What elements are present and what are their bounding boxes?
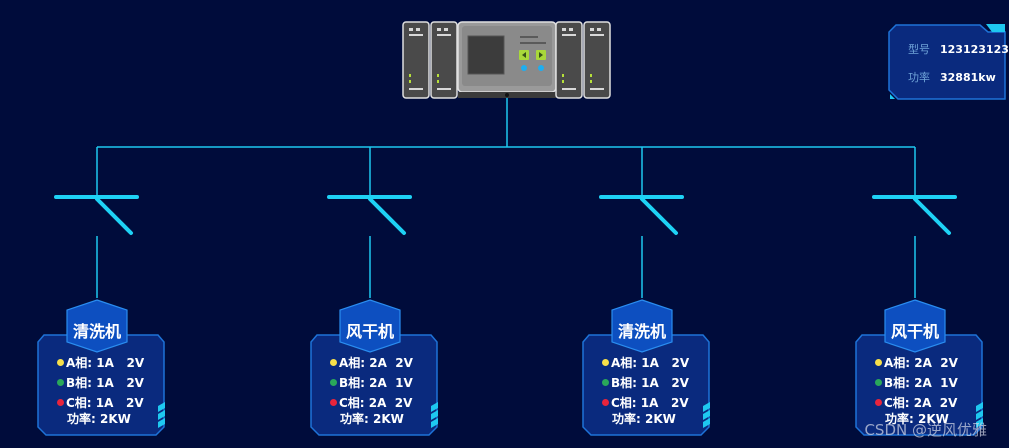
power-label: 功率 bbox=[908, 71, 930, 84]
phase-c-current: 1A bbox=[95, 396, 114, 410]
device-card-3[interactable]: 清洗机 A相: 1A 2V B相: 1A 2V C相: 1A 2V 功率: 2K… bbox=[582, 298, 710, 438]
phase-a-dot bbox=[602, 359, 609, 366]
phase-a-row: A相: 1A 2V bbox=[602, 354, 689, 371]
device-card-frame bbox=[310, 299, 438, 436]
switch-4 bbox=[872, 147, 957, 298]
phase-c-row: C相: 1A 2V bbox=[602, 394, 689, 411]
phase-a-dot bbox=[330, 359, 337, 366]
device-power-label: 功率: bbox=[340, 412, 369, 426]
phase-a-label: A相: bbox=[339, 356, 366, 370]
phase-c-dot bbox=[57, 399, 64, 406]
power-value: 32881kw bbox=[940, 71, 996, 84]
model-label: 型号 bbox=[908, 43, 930, 56]
phase-c-label: C相: bbox=[66, 396, 92, 410]
phase-a-label: A相: bbox=[66, 356, 93, 370]
phase-b-label: B相: bbox=[611, 376, 637, 390]
phase-c-row: C相: 2A 2V bbox=[330, 394, 412, 411]
phase-a-voltage: 2V bbox=[126, 356, 145, 370]
switch-2 bbox=[327, 147, 412, 298]
phase-a-voltage: 2V bbox=[671, 356, 690, 370]
phase-a-dot bbox=[875, 359, 882, 366]
power-cabinet-icon bbox=[402, 21, 611, 99]
model-row: 型号 123123123 bbox=[908, 41, 1009, 57]
phase-a-current: 2A bbox=[369, 356, 387, 370]
phase-a-current: 2A bbox=[914, 356, 932, 370]
device-power-row: 功率: 2KW bbox=[67, 410, 131, 427]
phase-c-label: C相: bbox=[611, 396, 637, 410]
device-name: 风干机 bbox=[890, 322, 939, 341]
phase-c-dot bbox=[875, 399, 882, 406]
phase-c-dot bbox=[330, 399, 337, 406]
phase-a-current: 1A bbox=[641, 356, 659, 370]
phase-b-voltage: 1V bbox=[940, 376, 958, 390]
phase-a-label: A相: bbox=[611, 356, 638, 370]
phase-c-current: 2A bbox=[913, 396, 932, 410]
phase-a-label: A相: bbox=[884, 356, 911, 370]
device-power-label: 功率: bbox=[612, 412, 641, 426]
device-power-label: 功率: bbox=[67, 412, 96, 426]
device-power-row: 功率: 2KW bbox=[340, 410, 404, 427]
phase-b-current: 2A bbox=[369, 376, 387, 390]
power-row: 功率 32881kw bbox=[908, 69, 996, 85]
phase-b-label: B相: bbox=[339, 376, 365, 390]
phase-a-row: A相: 2A 2V bbox=[330, 354, 413, 371]
phase-c-voltage: 2V bbox=[939, 396, 958, 410]
phase-b-voltage: 2V bbox=[671, 376, 689, 390]
device-card-1[interactable]: 清洗机 A相: 1A 2V B相: 1A 2V C相: 1A 2V 功率: 2K… bbox=[37, 298, 165, 438]
phase-a-voltage: 2V bbox=[395, 356, 413, 370]
phase-a-dot bbox=[57, 359, 64, 366]
model-value: 123123123 bbox=[940, 43, 1009, 56]
phase-c-current: 1A bbox=[640, 396, 659, 410]
info-panel: 型号 123123123 功率 32881kw bbox=[888, 24, 1009, 100]
device-power-label: 功率: bbox=[885, 412, 914, 426]
phase-c-label: C相: bbox=[884, 396, 910, 410]
phase-b-row: B相: 2A 1V bbox=[330, 374, 413, 391]
device-power-value: 2KW bbox=[100, 412, 131, 426]
device-card-frame bbox=[582, 299, 710, 436]
switch-3 bbox=[599, 147, 684, 298]
device-power-row: 功率: 2KW bbox=[612, 410, 676, 427]
device-card-frame bbox=[37, 299, 165, 436]
phase-a-row: A相: 1A 2V bbox=[57, 354, 144, 371]
phase-b-row: B相: 2A 1V bbox=[875, 374, 958, 391]
phase-b-row: B相: 1A 2V bbox=[57, 374, 144, 391]
phase-b-dot bbox=[602, 379, 609, 386]
phase-a-current: 1A bbox=[96, 356, 114, 370]
phase-b-label: B相: bbox=[884, 376, 910, 390]
device-name: 清洗机 bbox=[617, 322, 666, 341]
info-panel-frame bbox=[888, 24, 1006, 100]
device-card-4[interactable]: 风干机 A相: 2A 2V B相: 2A 1V C相: 2A 2V 功率: 2K… bbox=[855, 298, 983, 438]
phase-a-voltage: 2V bbox=[940, 356, 958, 370]
device-card-frame bbox=[855, 299, 983, 436]
phase-c-voltage: 2V bbox=[125, 396, 144, 410]
device-name: 清洗机 bbox=[72, 322, 121, 341]
phase-c-label: C相: bbox=[339, 396, 365, 410]
switch-1 bbox=[54, 147, 139, 298]
phase-b-dot bbox=[330, 379, 337, 386]
phase-c-current: 2A bbox=[368, 396, 387, 410]
phase-c-dot bbox=[602, 399, 609, 406]
watermark: CSDN @逆风优雅 bbox=[864, 421, 987, 439]
phase-b-current: 1A bbox=[96, 376, 114, 390]
phase-b-voltage: 1V bbox=[395, 376, 413, 390]
phase-b-row: B相: 1A 2V bbox=[602, 374, 689, 391]
device-power-row: 功率: 2KW bbox=[885, 410, 949, 427]
device-card-2[interactable]: 风干机 A相: 2A 2V B相: 2A 1V C相: 2A 2V 功率: 2K… bbox=[310, 298, 438, 438]
device-power-value: 2KW bbox=[645, 412, 676, 426]
device-power-value: 2KW bbox=[373, 412, 404, 426]
phase-c-row: C相: 1A 2V bbox=[57, 394, 144, 411]
phase-b-current: 1A bbox=[641, 376, 659, 390]
phase-b-dot bbox=[57, 379, 64, 386]
phase-b-dot bbox=[875, 379, 882, 386]
phase-c-voltage: 2V bbox=[670, 396, 689, 410]
phase-b-label: B相: bbox=[66, 376, 92, 390]
phase-b-current: 2A bbox=[914, 376, 932, 390]
device-power-value: 2KW bbox=[918, 412, 949, 426]
phase-b-voltage: 2V bbox=[126, 376, 144, 390]
device-name: 风干机 bbox=[345, 322, 394, 341]
phase-a-row: A相: 2A 2V bbox=[875, 354, 958, 371]
phase-c-voltage: 2V bbox=[394, 396, 413, 410]
phase-c-row: C相: 2A 2V bbox=[875, 394, 957, 411]
